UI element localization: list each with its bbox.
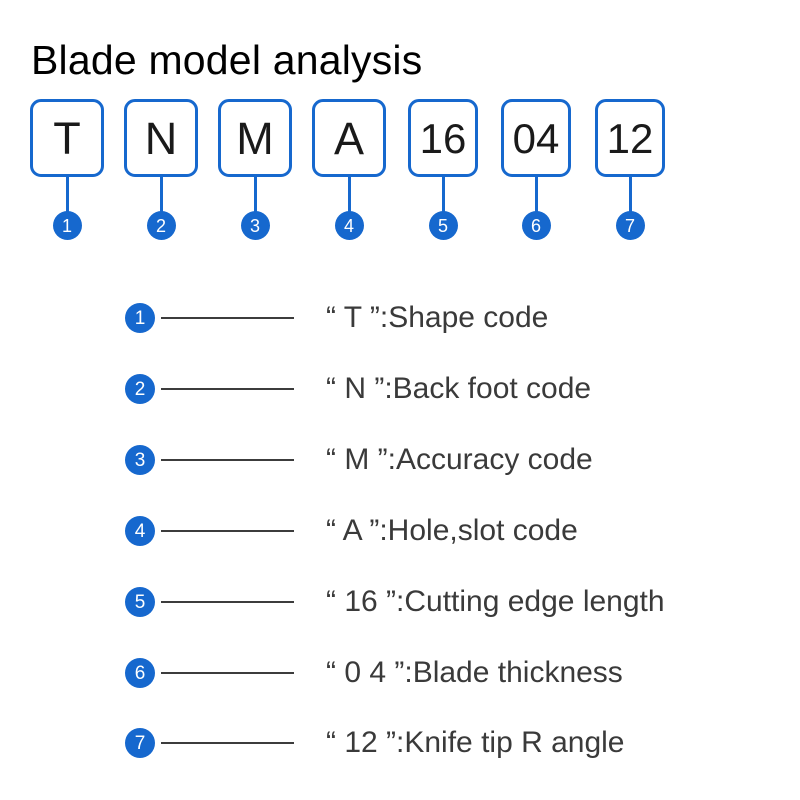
legend-leader-line-6 [161,672,294,674]
legend-marker-circle-5: 5 [125,587,155,617]
legend-marker-circle-1: 1 [125,303,155,333]
marker-circle-2: 2 [146,211,176,240]
legend-label-5: “ 16 ”:Cutting edge length [326,585,665,618]
legend-label-2: “ N ”:Back foot code [326,372,592,405]
legend-row-2: 2 “ N ”:Back foot code [125,371,591,407]
marker-circle-5: 5 [428,211,458,240]
code-box-3[interactable]: M [218,99,292,177]
legend-leader-line-4 [161,530,294,532]
marker-circle-6: 6 [521,211,551,240]
legend-marker-circle-2: 2 [125,374,155,404]
code-box-7[interactable]: 12 [595,99,665,177]
legend-label-3: “ M ”:Accuracy code [326,443,593,476]
marker-circle-3: 3 [240,211,270,240]
code-box-1[interactable]: T [30,99,104,177]
legend-leader-line-5 [161,601,294,603]
legend-row-4: 4 “ A ”:Hole,slot code [125,513,578,549]
legend-marker-circle-3: 3 [125,445,155,475]
legend-marker-circle-7: 7 [125,728,155,758]
legend-label-1: “ T ”:Shape code [326,301,549,334]
legend-marker-circle-6: 6 [125,658,155,688]
marker-circle-1: 1 [52,211,82,240]
connector-line-1 [65,177,69,212]
legend-label-6: “ 0 4 ”:Blade thickness [326,656,623,689]
page-title: Blade model analysis [31,37,423,83]
connector-line-4 [347,177,351,212]
marker-circle-7: 7 [615,211,645,240]
code-box-6[interactable]: 04 [501,99,571,177]
connector-line-5 [441,177,445,212]
connector-line-2 [159,177,163,212]
legend-row-5: 5 “ 16 ”:Cutting edge length [125,584,665,620]
legend-marker-circle-4: 4 [125,516,155,546]
legend-row-6: 6 “ 0 4 ”:Blade thickness [125,655,623,691]
legend-row-3: 3 “ M ”:Accuracy code [125,442,593,478]
code-box-2[interactable]: N [124,99,198,177]
connector-line-3 [253,177,257,212]
legend-leader-line-1 [161,317,294,319]
marker-circle-4: 4 [334,211,364,240]
code-box-4[interactable]: A [312,99,386,177]
legend-row-1: 1 “ T ”:Shape code [125,300,548,336]
connector-line-7 [628,177,632,212]
legend-row-7: 7 “ 12 ”:Knife tip R angle [125,725,625,761]
legend-leader-line-3 [161,459,294,461]
legend-leader-line-2 [161,388,294,390]
legend-label-7: “ 12 ”:Knife tip R angle [326,726,625,759]
code-box-5[interactable]: 16 [408,99,478,177]
connector-line-6 [534,177,538,212]
legend-leader-line-7 [161,742,294,744]
legend-label-4: “ A ”:Hole,slot code [326,514,578,547]
